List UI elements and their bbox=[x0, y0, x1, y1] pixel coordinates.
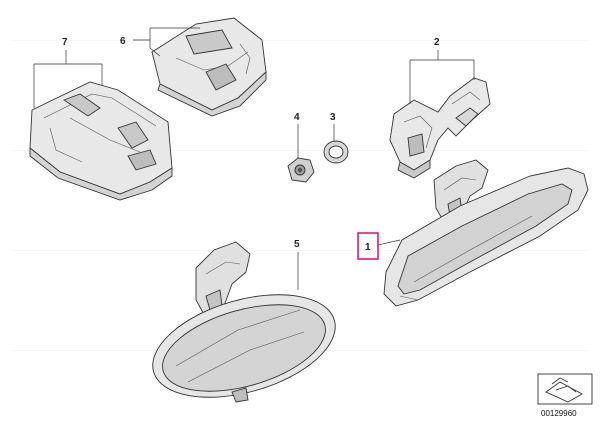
part-label-1[interactable]: 1 bbox=[365, 242, 371, 253]
part-2-mounting-bracket[interactable] bbox=[389, 77, 491, 179]
part-1-rear-view-mirror[interactable] bbox=[383, 159, 589, 307]
part-4-nut[interactable] bbox=[287, 157, 315, 183]
part-7-mirror-cover[interactable] bbox=[29, 81, 173, 201]
part-label-3[interactable]: 3 bbox=[330, 112, 336, 123]
highlight-box bbox=[357, 232, 379, 260]
part-label-4[interactable]: 4 bbox=[294, 112, 300, 123]
part-6-small-cover[interactable] bbox=[151, 17, 267, 117]
orientation-arrow-icon bbox=[537, 373, 593, 405]
part-label-2[interactable]: 2 bbox=[434, 37, 440, 48]
part-label-7[interactable]: 7 bbox=[62, 37, 68, 48]
part-5-oval-mirror[interactable] bbox=[141, 241, 347, 416]
leader-1 bbox=[377, 239, 401, 246]
part-label-6[interactable]: 6 bbox=[120, 36, 126, 47]
part-label-5[interactable]: 5 bbox=[294, 239, 300, 250]
leader-6-bottom bbox=[149, 47, 161, 57]
drawing-number: 00129960 bbox=[541, 409, 577, 418]
part-3-ring[interactable] bbox=[323, 140, 349, 164]
